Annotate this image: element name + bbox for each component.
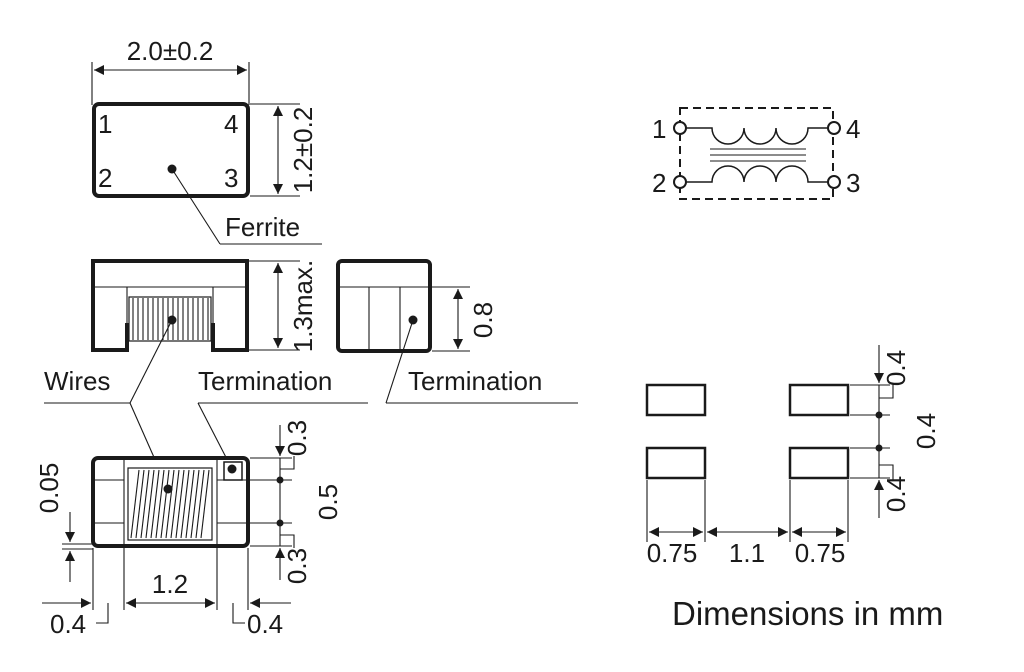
bottom-view: 0.05 0.3 0.5 0.3 1.2 0.4 0.4 — [34, 420, 343, 639]
top-height-dim: 1.2±0.2 — [288, 107, 318, 194]
termination-label-left: Termination — [198, 366, 332, 396]
termination-label-right: Termination — [408, 366, 542, 396]
side-view: 1.3max. Wires Termination — [44, 259, 368, 490]
bottom-right-term-dim: 0.4 — [247, 609, 283, 639]
ferrite-label: Ferrite — [225, 212, 300, 242]
land-pad-height-bottom: 0.4 — [881, 476, 911, 512]
bottom-bottom-term-dim: 0.3 — [282, 548, 312, 584]
land-pad-gap: 0.4 — [911, 413, 941, 449]
land-pad-width-right: 0.75 — [795, 538, 846, 568]
end-body — [336, 259, 432, 353]
bottom-coil — [130, 469, 210, 539]
schematic-outline — [679, 107, 834, 200]
pad-bottom-left — [645, 446, 707, 480]
side-height-dim: 1.3max. — [288, 260, 318, 353]
land-pad-height-top: 0.4 — [881, 350, 911, 386]
schematic-pin-2: 2 — [652, 168, 666, 198]
top-width-dim: 2.0±0.2 — [127, 36, 214, 66]
pad-top-left — [645, 383, 707, 417]
land-spacing: 1.1 — [729, 538, 765, 568]
schematic-pin-3: 3 — [846, 168, 860, 198]
schematic: 1 2 3 4 — [652, 107, 860, 200]
schematic-pin-1: 1 — [652, 114, 666, 144]
wires-label: Wires — [44, 366, 110, 396]
land-pad-width-left: 0.75 — [647, 538, 698, 568]
pad-bottom-right — [788, 446, 850, 480]
top-pin-2: 2 — [98, 163, 112, 193]
top-view: 2.0±0.2 1 2 3 4 1.2±0.2 Ferrite — [91, 36, 322, 245]
schematic-pin-4: 4 — [846, 114, 860, 144]
end-view: 0.8 Termination — [336, 259, 578, 404]
units-note: Dimensions in mm — [672, 595, 943, 632]
top-pin-1: 1 — [98, 109, 112, 139]
bottom-center-width-dim: 1.2 — [152, 569, 188, 599]
top-pin-4: 4 — [224, 109, 238, 139]
bottom-top-term-dim: 0.3 — [282, 420, 312, 456]
pad-top-right — [788, 383, 850, 417]
top-pin-3: 3 — [224, 163, 238, 193]
bottom-left-term-dim: 0.4 — [50, 609, 86, 639]
land-pattern: 0.75 1.1 0.75 0.4 0.4 0.4 — [645, 345, 941, 568]
top-body — [92, 102, 250, 198]
end-termination-height-dim: 0.8 — [468, 302, 498, 338]
bottom-middle-dim: 0.5 — [313, 484, 343, 520]
bottom-gap-dim: 0.05 — [34, 463, 64, 514]
